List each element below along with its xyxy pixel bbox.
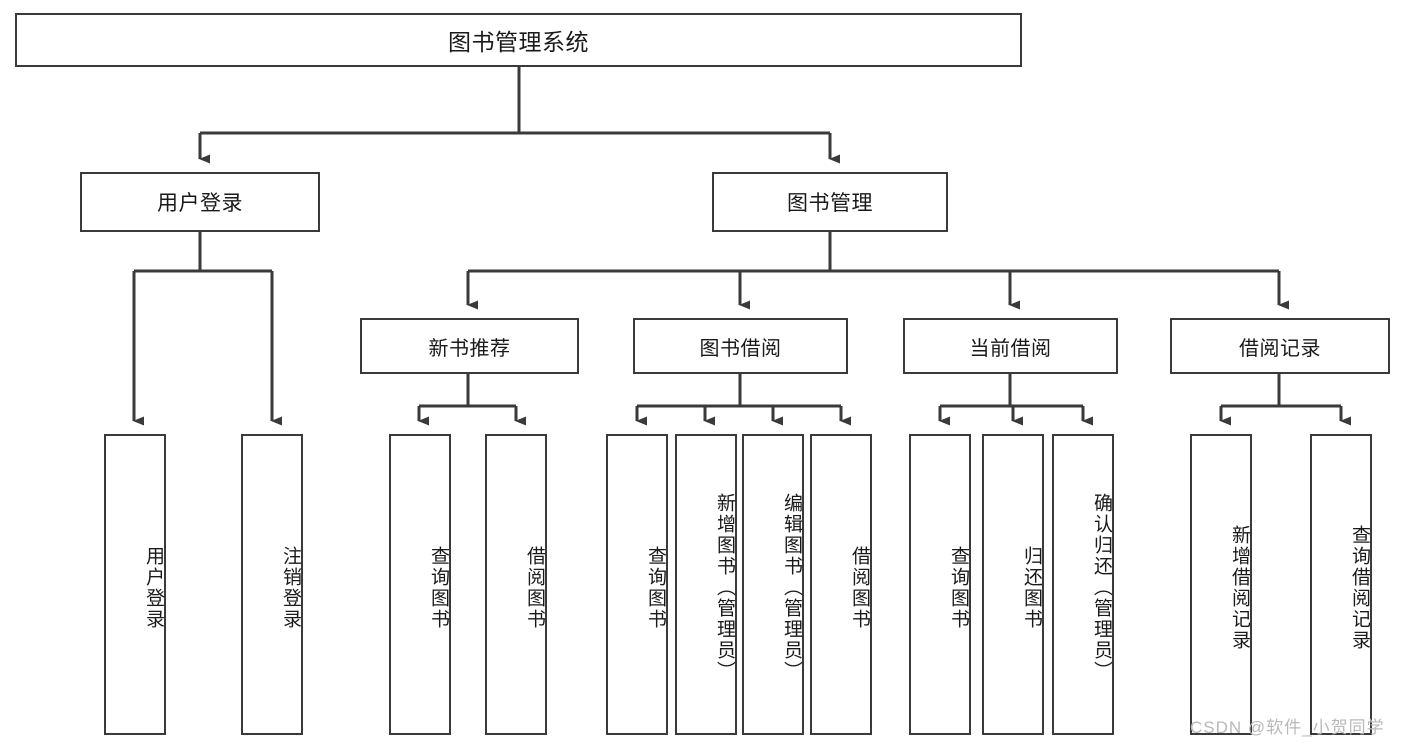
leaf-user-login-label: 用户登录 <box>143 545 164 630</box>
leaf-borrow-book-1-label: 借阅图书 <box>524 545 545 630</box>
leaf-query-book-3[interactable]: 查询图书 <box>909 434 971 735</box>
leaf-query-book-2[interactable]: 查询图书 <box>606 434 668 735</box>
leaf-add-book-label: 新增图书（管理员） <box>714 493 735 682</box>
node-current-borrow[interactable]: 当前借阅 <box>903 318 1118 374</box>
node-book-manage-label: 图书管理 <box>787 192 873 215</box>
leaf-edit-book-label: 编辑图书（管理员） <box>781 493 802 682</box>
csdn-watermark: CSDN @软件_小贺同学 <box>1190 718 1385 737</box>
node-new-book-recommend-label: 新书推荐 <box>428 337 511 360</box>
node-borrow-record-label: 借阅记录 <box>1239 337 1321 360</box>
leaf-query-book-1[interactable]: 查询图书 <box>389 434 451 735</box>
leaf-add-record-label: 新增借阅记录 <box>1229 524 1250 651</box>
leaf-edit-book[interactable]: 编辑图书（管理员） <box>742 434 804 735</box>
leaf-return-book-label: 归还图书 <box>1021 545 1042 630</box>
leaf-user-logout[interactable]: 注销登录 <box>241 434 303 735</box>
leaf-borrow-book-2[interactable]: 借阅图书 <box>810 434 872 735</box>
leaf-query-record[interactable]: 查询借阅记录 <box>1310 434 1372 735</box>
leaf-confirm-return-label: 确认归还（管理员） <box>1091 493 1112 682</box>
leaf-user-logout-label: 注销登录 <box>280 545 301 630</box>
node-new-book-recommend[interactable]: 新书推荐 <box>360 318 579 374</box>
node-root[interactable]: 图书管理系统 <box>15 13 1022 67</box>
node-borrow-record[interactable]: 借阅记录 <box>1170 318 1390 374</box>
leaf-borrow-book-1[interactable]: 借阅图书 <box>485 434 547 735</box>
node-book-manage[interactable]: 图书管理 <box>712 172 948 232</box>
leaf-query-record-label: 查询借阅记录 <box>1349 524 1370 651</box>
leaf-add-book[interactable]: 新增图书（管理员） <box>675 434 737 735</box>
leaf-query-book-1-label: 查询图书 <box>428 545 449 630</box>
leaf-user-login[interactable]: 用户登录 <box>104 434 166 735</box>
leaf-query-book-2-label: 查询图书 <box>645 545 666 630</box>
node-current-borrow-label: 当前借阅 <box>969 337 1052 360</box>
node-user-login-label: 用户登录 <box>157 192 243 215</box>
node-user-login[interactable]: 用户登录 <box>80 172 320 232</box>
node-root-label: 图书管理系统 <box>448 29 589 55</box>
leaf-return-book[interactable]: 归还图书 <box>982 434 1044 735</box>
leaf-borrow-book-2-label: 借阅图书 <box>849 545 870 630</box>
node-book-borrow[interactable]: 图书借阅 <box>633 318 848 374</box>
leaf-add-record[interactable]: 新增借阅记录 <box>1190 434 1252 735</box>
node-book-borrow-label: 图书借阅 <box>699 337 782 360</box>
leaf-confirm-return[interactable]: 确认归还（管理员） <box>1052 434 1114 735</box>
leaf-query-book-3-label: 查询图书 <box>948 545 969 630</box>
